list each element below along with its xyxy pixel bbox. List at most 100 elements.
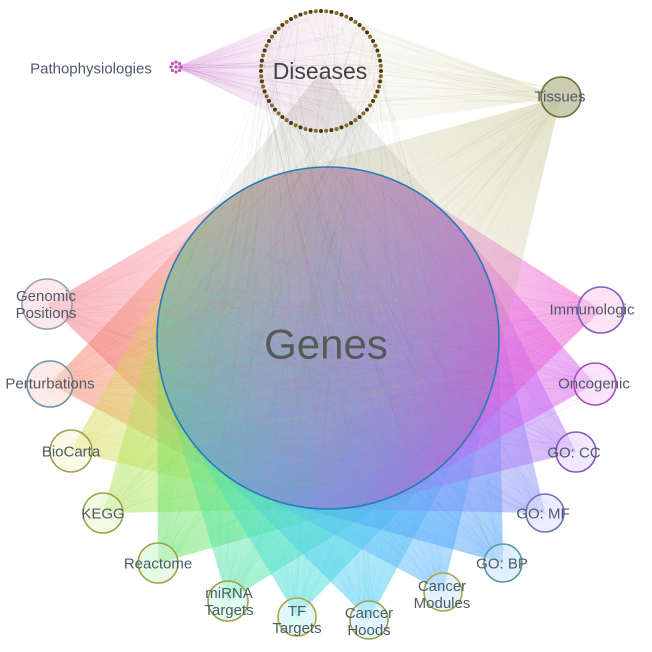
node-cancer_modules[interactable] [423,572,463,612]
edge-line [361,98,554,107]
ring-dot [264,94,269,99]
node-go_mf[interactable] [525,493,565,533]
edge-line [284,485,537,517]
edge-line [226,251,406,611]
ring-dot [293,123,298,128]
edge-line [57,383,419,449]
node-biocarta[interactable] [49,429,93,473]
edge-line [204,74,262,416]
edge-line [262,57,369,355]
edge-line [94,481,326,507]
edge-line [214,129,333,299]
node-diseases[interactable] [259,9,383,133]
edge-line [470,318,597,322]
edge-line [377,319,391,628]
edge-line [34,284,472,293]
edge-line [321,28,364,450]
ring-dot [303,11,308,15]
node-go_cc[interactable] [555,431,597,473]
edge-line [272,106,302,445]
node-perturbations[interactable] [26,360,74,408]
edge-line [343,254,505,571]
label-cancer_modules-line: Cancer [418,578,466,595]
edge-line [39,306,310,369]
edge-line [93,183,350,513]
node-oncogenic[interactable] [573,362,617,406]
edge-line [92,342,494,518]
edge-line [311,11,450,364]
label-reactome-line: Reactome [124,555,192,572]
ring-dot [368,34,373,39]
edge-line [220,385,371,608]
edge-line [209,260,221,596]
edge-line [173,65,327,122]
edge-line [328,57,555,88]
edge-line [366,31,477,405]
edge-line [391,409,511,557]
edge-line [208,318,366,624]
ring-dot [269,34,274,39]
edge-line [416,452,501,565]
ring-dot [280,23,285,27]
edge-line [51,312,183,380]
edge-line [224,303,568,450]
edge-line [270,292,600,390]
node-kegg[interactable] [82,492,124,534]
node-tissues[interactable] [540,76,582,118]
genes-circle[interactable] [156,166,500,510]
edge-line [281,393,436,591]
edge-line [202,241,371,629]
edge-line [219,391,362,605]
edge-line [225,23,359,445]
ring-dot [313,128,318,133]
edge-line [300,261,607,312]
node-immunologic[interactable] [577,286,625,334]
edge-line [200,308,574,445]
edge-line [377,104,570,262]
edge-line [264,252,553,507]
edge-line [76,413,334,445]
edge-line [378,87,410,230]
node-pathophysiologies[interactable] [169,60,183,74]
edge-line [52,304,297,414]
label-genes: Genes [264,321,388,368]
node-cancer_hoods[interactable] [349,600,389,640]
edge-line [34,292,467,319]
edge-line [188,16,298,368]
edge-line [228,354,359,594]
edge-line [189,369,539,505]
node-genomic_positions[interactable] [21,278,73,330]
label-cancer_modules-line: Modules [414,595,471,612]
edge-line [151,404,465,571]
edge-line [403,267,506,555]
node-mirna_targets[interactable] [207,580,249,622]
edge-line [223,23,285,314]
edge-line [226,335,289,596]
node-base [484,544,522,582]
edge-line [297,392,603,473]
edge-line [289,121,357,186]
ring-dot [284,118,289,123]
edge-line [184,98,564,253]
edge-line [337,48,555,107]
ring-dot [361,111,366,116]
edge-line [199,288,604,381]
edge-line [101,286,405,517]
ring-dot [261,53,265,58]
ring-dot [308,9,313,14]
label-genomic_positions-line: Genomic [16,288,77,305]
label-diseases: Diseases [273,58,368,84]
edge-line [52,316,300,503]
edge-line [150,347,353,562]
label-immunologic: Immunologic [549,301,635,318]
node-tf_targets[interactable] [277,597,317,637]
ring-dot [273,30,277,35]
edge-line [270,25,361,243]
edge-line [200,298,602,407]
edge-line [424,420,504,573]
label-kegg: KEGG [81,505,124,522]
node-reactome[interactable] [137,542,179,584]
node-go_bp[interactable] [483,543,523,583]
